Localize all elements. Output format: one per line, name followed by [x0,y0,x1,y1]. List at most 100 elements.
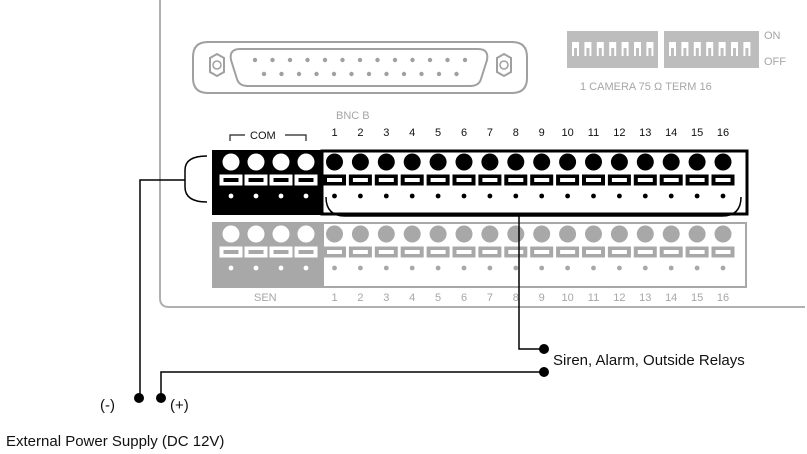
terminal-screw [455,225,473,243]
terminal-screw [297,225,315,243]
terminal-wire-hole [617,193,622,199]
dip-switch-lever [745,48,749,56]
terminal-screw [351,225,369,243]
terminal-screw [688,225,706,243]
terminal-wire-hole [253,193,259,199]
terminal-slot [482,178,498,182]
positive-wire-dot [539,367,549,377]
terminal-screw [688,153,706,171]
terminal-slot [586,178,601,182]
output-bracket [325,196,742,217]
dip-switch-lever [611,48,615,56]
output-channel-number: 5 [435,127,441,139]
sensor-channel-number: 15 [691,292,703,304]
dip-off-label: OFF [764,56,786,68]
terminal-slot [689,178,705,182]
terminal-slot [715,178,731,182]
terminal-screw [429,225,447,243]
connector-pin [410,57,415,63]
negative-wire [139,179,185,395]
terminal-slot [560,250,576,254]
terminal-wire-hole [565,265,570,271]
output-channel-number: 8 [513,127,519,139]
dip-switch-lever [695,48,699,56]
positive-terminal-dot [156,393,166,403]
terminal-slot [404,250,420,254]
dip-switches [572,42,751,56]
terminal-screw [222,153,240,171]
terminal-wire-hole [303,193,309,199]
sensor-channel-number: 12 [613,292,625,304]
terminal-wire-hole [642,265,648,271]
terminal-slot [534,178,550,182]
sensor-channel-number: 14 [665,292,677,304]
terminal-wire-hole [461,193,467,199]
connector-pin [454,71,459,77]
terminal-screw [533,225,551,243]
negative-terminal-dot [134,393,144,403]
terminal-slot [352,250,368,254]
terminal-wire-hole [332,265,337,271]
terminal-slot [456,178,472,182]
dip-caption: 1 CAMERA 75 Ω TERM 16 [580,81,712,93]
terminal-slot [327,178,342,182]
terminal-wire-hole [565,193,570,199]
connector-pin [331,71,337,77]
terminal-wire-hole [278,265,284,271]
terminal-wire-hole [409,265,415,271]
dip-switch-lever [683,48,687,56]
sensor-channel-number: 5 [435,292,441,304]
connector-shell [229,48,489,87]
terminal-slot [560,178,576,182]
terminal-screw [247,225,265,243]
sensor-terminals [323,225,735,271]
connector-pin [436,71,442,77]
connector-pin [445,57,450,63]
terminal-wire-hole [358,193,363,199]
output-channel-number: 12 [613,127,625,139]
terminal-screw [610,225,628,243]
connector-pin [261,71,267,77]
terminal-wire-hole [228,265,234,271]
sensor-channel-number: 10 [561,292,573,304]
terminal-screw [377,153,395,171]
output-channel-number: 14 [665,127,677,139]
connector-pin [296,71,302,77]
output-channel-number: 11 [588,127,599,139]
terminal-screw [481,153,499,171]
terminal-screw [585,153,602,171]
dip-switch-lever [733,48,736,56]
output-channel-number: 6 [461,127,467,139]
terminal-slot [456,250,472,254]
dip-switch-lever [720,48,724,56]
terminal-screw [272,225,290,243]
dip-switch-lever [574,48,577,56]
terminal-wire-hole [278,193,284,199]
connector-pin [287,57,293,63]
sensor-channel-number: 3 [383,292,389,304]
connector-pin [427,57,433,63]
terminal-screw [403,225,421,243]
terminal-wire-hole [332,193,337,199]
terminal-slot [248,178,264,182]
terminal-screw [429,153,447,171]
output-terminals [323,153,735,199]
sensor-channel-number: 16 [717,292,729,304]
connector-pin [349,71,354,77]
terminal-wire-hole [228,193,234,199]
output-channel-number: 2 [357,127,363,139]
terminal-slot [508,250,524,254]
terminal-slot [248,250,264,254]
terminal-screw [610,153,628,171]
terminal-slot [378,250,394,254]
dip-switch-lever [598,48,602,56]
terminal-wire-hole [591,265,596,271]
terminal-slot [715,250,731,254]
terminal-screw [222,225,240,243]
terminal-slot [482,250,498,254]
dip-switch-lever [623,48,627,56]
terminal-wire-hole [253,265,259,271]
output-channel-number: 16 [717,127,729,139]
connector-flange [192,41,528,94]
positive-wire [160,371,542,395]
